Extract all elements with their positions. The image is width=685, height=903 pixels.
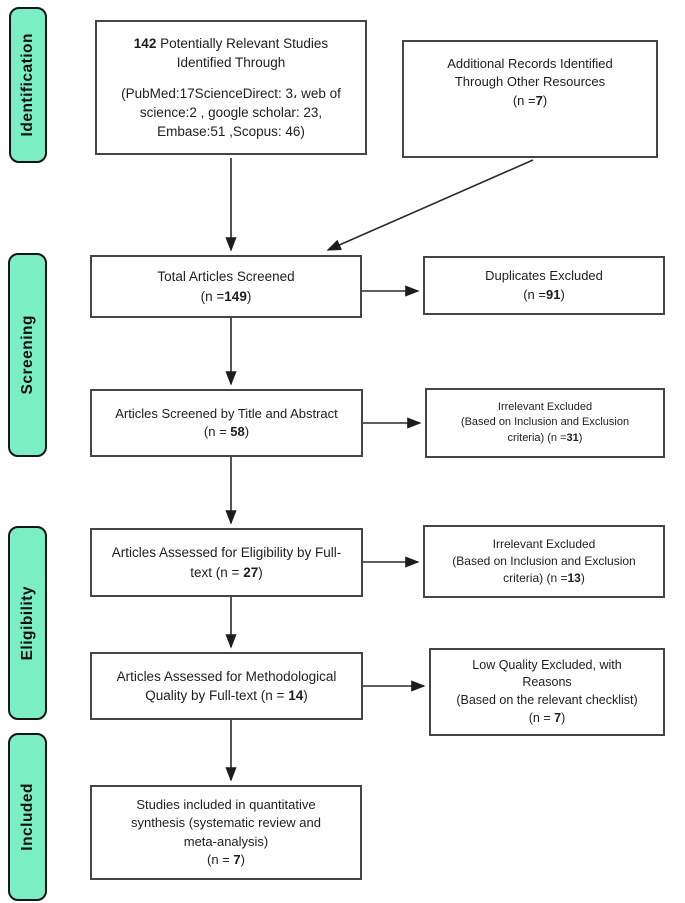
box-text-line: (Based on Inclusion and Exclusion [460,416,630,429]
box-text-line: 142 Potentially Relevant Studies [133,35,329,51]
box-text-line: Duplicates Excluded [485,268,603,284]
stage-label-eligibility-text: Eligibility [18,585,36,661]
box-text-line: Quality by Full-text (n = 14) [145,688,308,703]
box-text-line: (n = 7) [528,710,566,725]
box-eligibility-fulltext: Articles Assessed for Eligibility by Ful… [90,528,363,597]
box-text-line: text (n = 27) [190,564,263,580]
box-text-line: (n =91) [523,286,565,302]
box-text-line: meta-analysis) [183,833,269,849]
stage-label-screening-text: Screening [18,315,36,395]
box-text-line: (Based on Inclusion and Exclusion [452,553,636,568]
box-text-line: Low Quality Excluded, with [472,657,622,672]
box-included-final: Studies included in quantitative synthesi… [90,785,362,880]
box-text-line: Through Other Resources [454,74,606,90]
box-text-line: (Based on the relevant checklist) [456,693,638,707]
stage-label-included-text: Included [18,783,36,851]
box-text-line: Additional Records Identified [447,56,613,71]
box-text-line: (n =149) [200,288,252,304]
box-total-screened: Total Articles Screened (n =149) [90,255,362,318]
stage-label-identification-text: Identification [19,33,36,137]
box-text-line: criteria) (n =31) [507,431,583,444]
box-text-line: science:2 , google scholar: 23, [139,105,323,121]
box-text-line: Articles Screened by Title and Abstract [115,405,338,421]
box-text-line: Articles Assessed for Eligibility by Ful… [111,545,342,561]
box-text-line: Embase:51 ,Scopus: 46) [157,124,305,140]
box-text-line: synthesis (systematic review and [130,815,321,831]
box-irrelevant-excluded-1: Irrelevant Excluded (Based on Inclusion a… [425,388,665,458]
box-duplicates-excluded: Duplicates Excluded (n =91) [423,256,665,315]
box-text-line [97,72,365,84]
box-irrelevant-excluded-2: Irrelevant Excluded (Based on Inclusion a… [423,525,665,598]
arrow-additional-to-screened [326,159,534,251]
box-text-line: Articles Assessed for Methodological [116,668,337,684]
box-text-line: Irrelevant Excluded [492,536,596,551]
stage-label-screening: Screening [8,253,47,457]
stage-label-eligibility: Eligibility [8,526,47,720]
box-text-line: Studies included in quantitative [136,796,316,812]
box-text-line: (n = 7) [207,851,245,867]
box-text-line: Identified Through [176,54,286,70]
stage-label-included: Included [8,733,47,901]
box-text-line: Total Articles Screened [157,269,295,285]
box-text-line: (PubMed:17ScienceDirect: 3، web of [121,85,341,101]
box-title-abstract-screened: Articles Screened by Title and Abstract (… [90,389,363,457]
stage-label-identification: Identification [9,7,47,163]
box-text-line: Irrelevant Excluded [497,400,593,413]
box-text-line: (n =7) [512,92,548,108]
box-text-line: (n = 58) [203,424,250,439]
box-text-line: Reasons [522,675,572,690]
box-text-line: criteria) (n =13) [503,571,585,586]
